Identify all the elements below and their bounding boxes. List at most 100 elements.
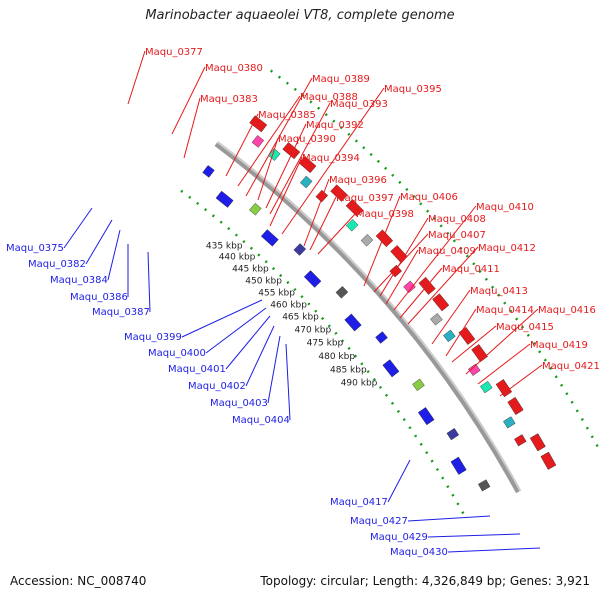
forward-gene-label: Maqu_0390: [278, 134, 336, 145]
leader-line: [183, 97, 201, 159]
reverse-gene-label: Maqu_0403: [210, 398, 268, 409]
reverse-gene-label: Maqu_0417: [330, 497, 388, 508]
reverse-gene-label: Maqu_0386: [70, 292, 128, 303]
forward-gene-label: Maqu_0415: [496, 322, 554, 333]
gene-feature: [251, 135, 265, 148]
forward-gene-label: Maqu_0408: [428, 214, 486, 225]
gene-feature: [249, 202, 262, 216]
gene-feature: [335, 286, 349, 299]
forward-gene-label: Maqu_0395: [384, 84, 442, 95]
kbp-label: 480 kbp: [318, 352, 355, 362]
leader-line: [85, 219, 113, 265]
gene-feature: [480, 380, 493, 394]
gene-feature: [443, 329, 456, 343]
reverse-gene-label: Maqu_0400: [148, 348, 206, 359]
gene-feature: [360, 234, 374, 247]
reverse-gene-label: Maqu_0399: [124, 332, 182, 343]
forward-gene-label: Maqu_0394: [302, 153, 360, 164]
leader-line: [499, 364, 543, 397]
kbp-label: 465 kbp: [282, 312, 319, 322]
gene-feature: [315, 189, 329, 203]
reverse-gene-label: Maqu_0384: [50, 275, 108, 286]
reverse-gene-label: Maqu_0430: [390, 547, 448, 558]
leader-line: [407, 515, 491, 522]
reverse-gene-label: Maqu_0427: [350, 516, 408, 527]
leader-line: [387, 459, 411, 503]
kbp-label: 470 kbp: [295, 325, 332, 335]
kbp-label: 455 kbp: [258, 289, 295, 299]
gene-feature: [430, 313, 443, 326]
kbp-label: 490 kbp: [341, 379, 378, 389]
reverse-gene-label: Maqu_0401: [168, 364, 226, 375]
leader-line: [225, 315, 271, 370]
leader-line: [379, 217, 429, 297]
forward-gene-label: Maqu_0419: [530, 340, 588, 351]
accession-text: Accession: NC_008740: [10, 574, 147, 588]
leader-line: [385, 249, 419, 305]
gene-feature: [503, 416, 516, 429]
kbp-label: 440 kbp: [219, 253, 256, 263]
leader-line: [225, 113, 259, 177]
leader-line: [107, 229, 121, 281]
forward-gene-label: Maqu_0421: [542, 361, 600, 372]
leader-line: [181, 299, 263, 338]
leader-line: [445, 308, 477, 357]
leader-line: [267, 335, 281, 404]
gene-feature: [446, 428, 460, 441]
gene-feature: [260, 229, 279, 247]
leader-line: [237, 95, 301, 187]
gene-feature: [298, 155, 317, 174]
forward-gene-label: Maqu_0410: [476, 202, 534, 213]
gene-feature: [375, 229, 394, 248]
backbone-shadow: [216, 140, 522, 492]
leader-line: [407, 246, 479, 325]
leader-line: [303, 178, 330, 247]
gene-feature: [478, 479, 491, 492]
leader-line: [393, 205, 477, 311]
forward-gene-label: Maqu_0413: [470, 286, 528, 297]
leader-line: [147, 251, 151, 313]
forward-gene-label: Maqu_0416: [538, 305, 596, 316]
leader-line: [281, 87, 385, 235]
gene-feature: [458, 326, 476, 345]
gene-feature: [403, 280, 416, 294]
leader-line: [363, 195, 401, 287]
forward-gene-label: Maqu_0377: [145, 47, 203, 58]
gene-feature: [215, 190, 234, 208]
kbp-label: 450 kbp: [245, 276, 282, 286]
gene-feature: [471, 344, 488, 363]
leader-line: [205, 307, 267, 354]
forward-gene-label: Maqu_0393: [330, 99, 388, 110]
forward-gene-label: Maqu_0383: [200, 94, 258, 105]
leader-line: [309, 196, 337, 251]
gene-feature: [412, 378, 425, 391]
gene-feature: [299, 175, 313, 189]
leader-line: [427, 533, 521, 538]
reverse-gene-label: Maqu_0429: [370, 532, 428, 543]
leader-line: [317, 212, 357, 255]
gene-feature: [345, 219, 359, 232]
leader-line: [269, 102, 331, 215]
backbone: [214, 142, 520, 494]
kbp-label: 435 kbp: [206, 242, 243, 252]
leader-line: [373, 233, 429, 293]
gene-feature: [390, 245, 408, 263]
forward-gene-label: Maqu_0388: [300, 92, 358, 103]
forward-gene-label: Maqu_0380: [205, 63, 263, 74]
gene-feature: [507, 396, 524, 416]
forward-gene-label: Maqu_0397: [336, 193, 394, 204]
forward-gene-label: Maqu_0409: [418, 246, 476, 257]
leader-line: [285, 343, 291, 421]
genome-title: Marinobacter aquaeolei VT8, complete gen…: [145, 8, 455, 23]
forward-gene-label: Maqu_0411: [442, 264, 500, 275]
gene-feature: [540, 451, 557, 470]
leader-line: [399, 267, 443, 319]
gene-feature: [432, 293, 450, 312]
leader-line: [451, 325, 497, 363]
forward-gene-label: Maqu_0392: [306, 120, 364, 131]
leader-line: [265, 123, 307, 209]
leader-line: [245, 325, 275, 387]
gene-feature: [495, 379, 513, 398]
forward-gene-label: Maqu_0407: [428, 230, 486, 241]
